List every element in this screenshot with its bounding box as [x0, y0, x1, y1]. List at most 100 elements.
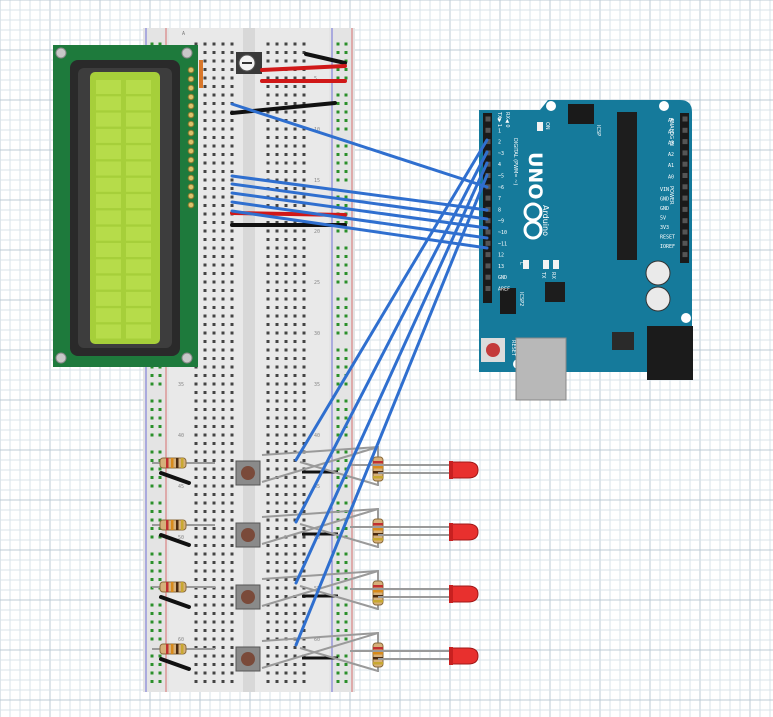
led[interactable] [451, 647, 479, 665]
col-label: A [182, 31, 185, 37]
breadboard-hole [275, 518, 279, 522]
breadboard-hole [230, 331, 234, 335]
resistor-band [373, 466, 383, 469]
breadboard-hole [203, 535, 207, 539]
breadboard-hole [266, 408, 270, 411]
rail-hole [344, 93, 348, 97]
digital-pin[interactable] [485, 252, 491, 258]
power-analog-pin[interactable] [682, 116, 688, 122]
led[interactable] [451, 523, 479, 541]
breadboard-hole [221, 374, 225, 377]
pushbutton-cap[interactable] [241, 528, 255, 542]
digital-pin[interactable] [485, 127, 491, 133]
breadboard-hole [212, 272, 216, 275]
rail-hole [336, 518, 340, 522]
power-analog-pin[interactable] [682, 240, 688, 246]
power-analog-pin[interactable] [682, 206, 688, 212]
breadboard-hole [275, 552, 279, 556]
rail-hole [344, 68, 348, 71]
breadboard-hole [275, 229, 279, 233]
rail-hole [336, 263, 340, 267]
pushbutton-body[interactable] [235, 522, 261, 548]
digital-pin[interactable] [485, 218, 491, 224]
power-analog-pin[interactable] [682, 161, 688, 167]
breadboard-hole [203, 119, 207, 122]
usb-port[interactable] [515, 337, 567, 401]
reset-button[interactable] [486, 343, 500, 357]
power-analog-pin[interactable] [682, 195, 688, 201]
breadboard-hole [230, 382, 234, 386]
digital-label: DIGITAL (PWM= ~) [512, 138, 518, 185]
wires [230, 52, 489, 647]
breadboard-hole [293, 535, 297, 539]
digital-pin[interactable] [485, 195, 491, 201]
rail-hole [344, 416, 348, 420]
rail-hole [344, 144, 348, 148]
power-rail-right [329, 28, 355, 692]
rail-hole [336, 620, 340, 624]
breadboard-hole [266, 518, 270, 522]
led-resistor-lead [299, 461, 379, 486]
resistor-band [176, 644, 179, 654]
digital-pin[interactable] [485, 274, 491, 280]
power-analog-pin[interactable] [682, 229, 688, 235]
rail-hole [336, 204, 340, 207]
digital-pin[interactable] [485, 240, 491, 246]
power-pin-label: VIN [660, 187, 669, 193]
pushbutton-cap[interactable] [241, 466, 255, 480]
rail-hole [344, 620, 348, 624]
breadboard-hole [275, 76, 279, 80]
power-analog-pin[interactable] [682, 252, 688, 258]
breadboard-hole [230, 161, 234, 165]
power-analog-pin[interactable] [682, 173, 688, 178]
breadboard-hole [221, 535, 225, 539]
digital-pin[interactable] [485, 116, 491, 122]
led[interactable] [451, 461, 479, 479]
breadboard-hole [275, 93, 279, 97]
digital-pin[interactable] [485, 229, 491, 235]
rail-hole [336, 323, 340, 326]
breadboard-hole [230, 518, 234, 522]
breadboard-hole [266, 467, 270, 471]
breadboard-hole [230, 195, 234, 199]
row-number: 15 [314, 178, 320, 184]
pushbutton-cap[interactable] [241, 590, 255, 604]
power-analog-pin[interactable] [682, 218, 688, 224]
power-analog-pin[interactable] [682, 150, 688, 156]
breadboard-hole [293, 127, 297, 131]
rail-hole [336, 178, 340, 182]
digital-pin[interactable] [485, 139, 491, 145]
breadboard-hole [275, 450, 279, 454]
breadboard-hole [293, 331, 297, 335]
capacitor [645, 286, 671, 312]
row-number: 30 [314, 331, 320, 337]
breadboard-hole [275, 671, 279, 675]
breadboard-hole [194, 527, 198, 530]
breadboard-hole [275, 331, 279, 335]
power-analog-pin[interactable] [682, 184, 688, 190]
power-analog-pin[interactable] [682, 139, 688, 145]
potentiometer[interactable] [236, 52, 262, 74]
digital-pin[interactable] [485, 286, 491, 291]
breadboard-hole [293, 612, 297, 615]
breadboard-hole [212, 408, 216, 411]
rail-hole [344, 527, 348, 530]
digital-pin-label: 13 [498, 264, 504, 270]
breadboard-hole [212, 382, 216, 386]
power-analog-pin[interactable] [682, 127, 688, 133]
digital-pin[interactable] [485, 263, 491, 269]
breadboard-hole [293, 110, 297, 114]
breadboard-hole [203, 204, 207, 207]
breadboard-hole [203, 272, 207, 275]
breadboard-hole [302, 42, 306, 46]
breadboard-hole [266, 297, 270, 301]
breadboard-hole [266, 238, 270, 241]
led[interactable] [451, 585, 479, 603]
breadboard-hole [275, 399, 279, 403]
breadboard-hole [203, 161, 207, 165]
lcd-mount-hole [181, 352, 193, 364]
pushbutton-cap[interactable] [241, 652, 255, 666]
breadboard-hole [266, 425, 270, 428]
lcd-cell [96, 243, 121, 257]
breadboard-hole [293, 586, 297, 590]
